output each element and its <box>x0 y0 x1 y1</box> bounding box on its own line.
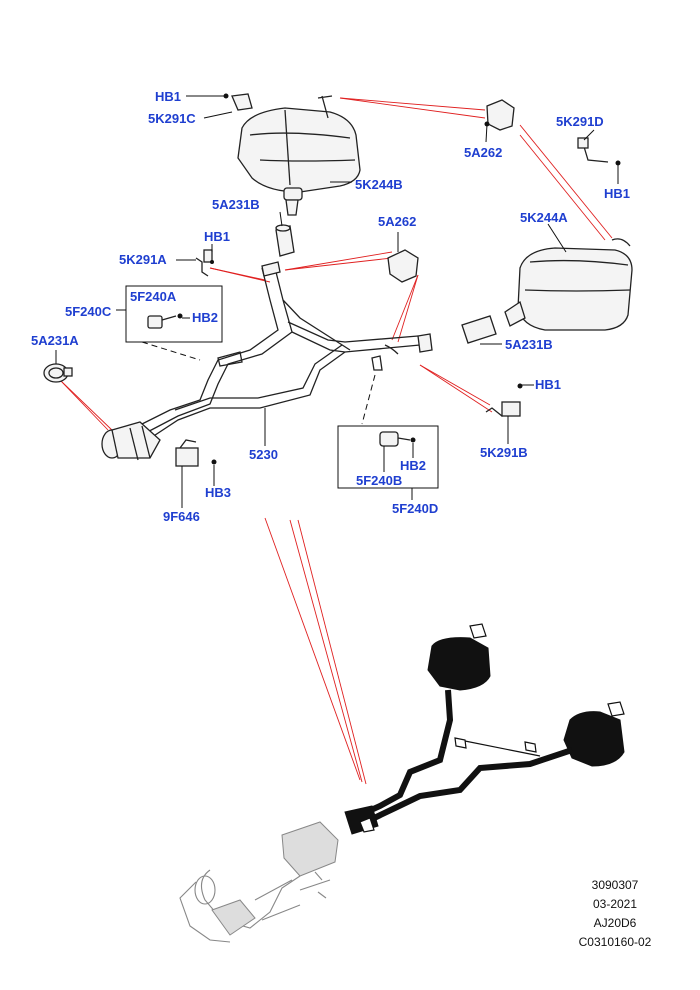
callout-5f240a[interactable]: 5F240A <box>130 289 177 304</box>
hanger-bracket-5k291d[interactable] <box>577 137 621 166</box>
callout-5k244a[interactable]: 5K244A <box>520 210 568 225</box>
callout-5k244b[interactable]: 5K244B <box>355 177 403 192</box>
callout-5f240b[interactable]: 5F240B <box>356 473 402 488</box>
leader-lines <box>55 95 619 508</box>
front-flange-connection[interactable] <box>101 421 161 461</box>
damper-kit-5f240c[interactable] <box>125 285 223 343</box>
footer-catalog-code: C0310160-02 <box>578 935 652 949</box>
callout-labels: HB1 5K291C 5A262 5K291D HB1 5K244B 5A231… <box>31 89 630 524</box>
callout-5k291d[interactable]: 5K291D <box>556 114 604 129</box>
callout-hb1-lower[interactable]: HB1 <box>535 377 561 392</box>
diagram-footer: 3090307 03-2021 AJ20D6 C0310160-02 <box>540 876 690 952</box>
footer-date: 03-2021 <box>592 897 638 911</box>
footer-ref-number: 3090307 <box>591 878 639 892</box>
clamp-5a231a[interactable] <box>43 363 73 383</box>
insulator-5a262-top[interactable] <box>484 99 515 131</box>
callout-5a231b-right[interactable]: 5A231B <box>505 337 553 352</box>
callout-hb1-mid[interactable]: HB1 <box>204 229 230 244</box>
rear-muffler-left[interactable] <box>237 95 361 216</box>
callout-hb2-left[interactable]: HB2 <box>192 310 218 325</box>
footer-engine: AJ20D6 <box>593 916 637 930</box>
sensor-9f646[interactable] <box>175 439 217 467</box>
callout-hb1-right[interactable]: HB1 <box>604 186 630 201</box>
hanger-bracket-5k291b[interactable] <box>485 383 523 417</box>
insulator-5a262-mid[interactable] <box>387 249 419 283</box>
pipe-clamp-5a231b-right[interactable] <box>461 315 497 344</box>
hanger-bracket-5k291c[interactable] <box>223 93 253 111</box>
damper-kit-5f240d[interactable] <box>337 425 439 489</box>
dashed-leader-right <box>361 374 376 425</box>
rear-muffler-right[interactable] <box>504 238 633 331</box>
pipe-clamp-5a231b-top[interactable] <box>275 224 295 257</box>
callout-5k291a[interactable]: 5K291A <box>119 252 167 267</box>
callout-5a231a[interactable]: 5A231A <box>31 333 79 348</box>
callout-5a262-top[interactable]: 5A262 <box>464 145 502 160</box>
callout-hb1-top[interactable]: HB1 <box>155 89 181 104</box>
callout-9f646[interactable]: 9F646 <box>163 509 200 524</box>
intermediate-pipe-5230[interactable] <box>129 261 433 446</box>
callout-5f240c[interactable]: 5F240C <box>65 304 112 319</box>
dashed-leader-left <box>141 341 201 361</box>
callout-5230[interactable]: 5230 <box>249 447 278 462</box>
callout-5k291b[interactable]: 5K291B <box>480 445 528 460</box>
reference-lines <box>59 97 613 785</box>
callout-5a231b-top[interactable]: 5A231B <box>212 197 260 212</box>
callout-5k291c[interactable]: 5K291C <box>148 111 196 126</box>
callout-hb3[interactable]: HB3 <box>205 485 231 500</box>
callout-5a262-mid[interactable]: 5A262 <box>378 214 416 229</box>
hanger-bracket-5k291a[interactable] <box>195 249 214 277</box>
vehicle-location-view <box>179 623 625 943</box>
callout-5f240d[interactable]: 5F240D <box>392 501 438 516</box>
callout-hb2-right[interactable]: HB2 <box>400 458 426 473</box>
